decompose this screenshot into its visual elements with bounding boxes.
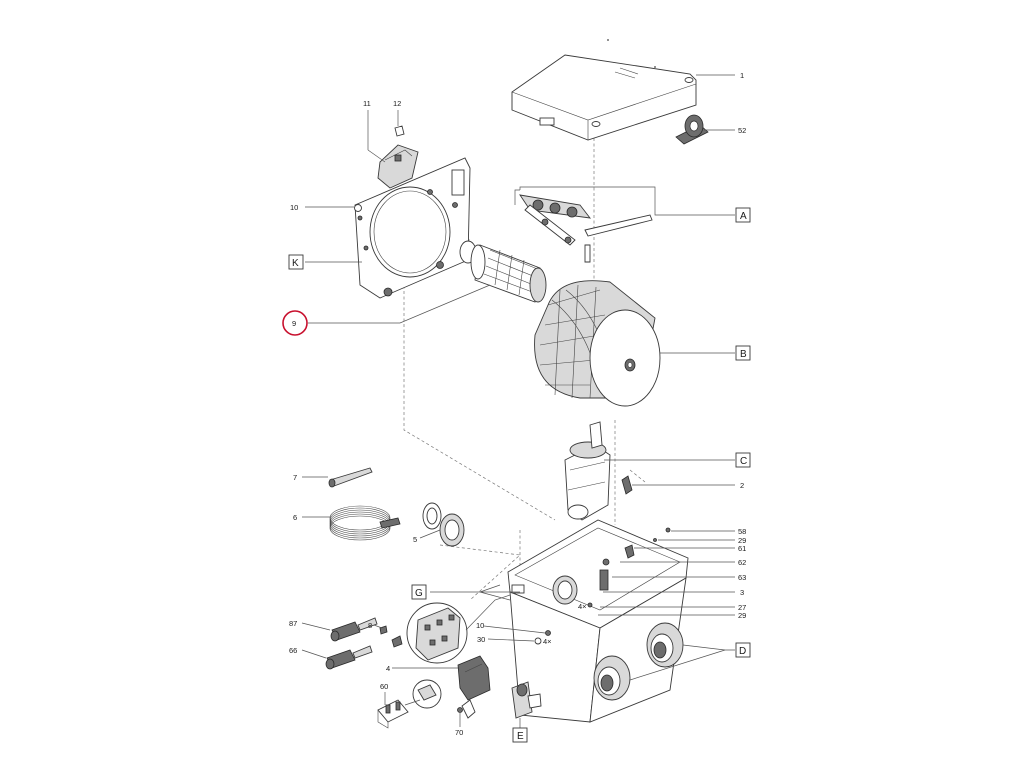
group-label-a: A <box>740 211 747 222</box>
callout-12: 12 <box>393 99 401 108</box>
part-spike <box>328 467 373 488</box>
part-hose <box>329 505 401 541</box>
callout-4x-upper: 4× <box>578 602 587 611</box>
callout-30: 30 <box>477 635 485 644</box>
callout-61: 61 <box>738 544 746 553</box>
callout-4: 4 <box>386 664 390 673</box>
part-cleaning-rail <box>519 194 653 263</box>
callout-52: 52 <box>738 126 746 135</box>
part-clip <box>621 475 633 495</box>
part-plug-connector-87 <box>330 617 378 642</box>
callout-66: 66 <box>289 646 297 655</box>
callout-4x-lower: 4× <box>543 637 552 646</box>
part-control-box <box>377 125 419 189</box>
part-connector-rings <box>422 502 465 547</box>
part-small-fittings <box>534 630 551 645</box>
detail-circle-bracket <box>412 679 442 709</box>
part-drain-valve <box>511 681 542 719</box>
part-mounting-plate <box>354 157 471 299</box>
group-label-boxes <box>288 207 751 743</box>
group-label-k: K <box>292 258 299 269</box>
callout-10: 10 <box>290 203 298 212</box>
part-lid <box>511 39 697 141</box>
callout-2: 2 <box>740 481 744 490</box>
callout-29: 29 <box>738 536 746 545</box>
callout-27: 27 <box>738 603 746 612</box>
callout-9: 9 <box>292 319 296 328</box>
callout-1: 1 <box>740 71 744 80</box>
callout-8: 8 <box>368 621 372 630</box>
part-uvc-sleeve <box>459 240 547 303</box>
part-tape-roll <box>675 114 709 145</box>
callout-60: 60 <box>380 682 388 691</box>
group-label-b: B <box>740 349 747 360</box>
part-plug-connector-66 <box>325 645 373 670</box>
part-outlet-ports <box>593 622 684 701</box>
callout-11: 11 <box>363 99 371 108</box>
group-label-g: G <box>415 588 423 599</box>
callout-70: 70 <box>455 728 463 737</box>
group-label-d: D <box>739 646 746 657</box>
group-label-e: E <box>517 731 524 742</box>
part-filter-drum <box>534 280 661 407</box>
callout-87: 87 <box>289 619 297 628</box>
callout-7: 7 <box>293 473 297 482</box>
callout-58: 58 <box>738 527 746 536</box>
part-bracket <box>377 699 463 729</box>
part-screws <box>379 625 403 648</box>
callout-62: 62 <box>738 558 746 567</box>
callout-3: 3 <box>740 588 744 597</box>
callout-63: 63 <box>738 573 746 582</box>
highlight-ring <box>282 310 308 336</box>
callout-10-lower: 10 <box>476 621 484 630</box>
part-electronics-module <box>457 655 491 719</box>
callout-5: 5 <box>413 535 417 544</box>
detail-circle-electrics <box>406 602 468 664</box>
group-label-c: C <box>740 456 747 467</box>
callout-29-lower: 29 <box>738 611 746 620</box>
part-uvc-lamp <box>564 421 611 521</box>
callout-6: 6 <box>293 513 297 522</box>
